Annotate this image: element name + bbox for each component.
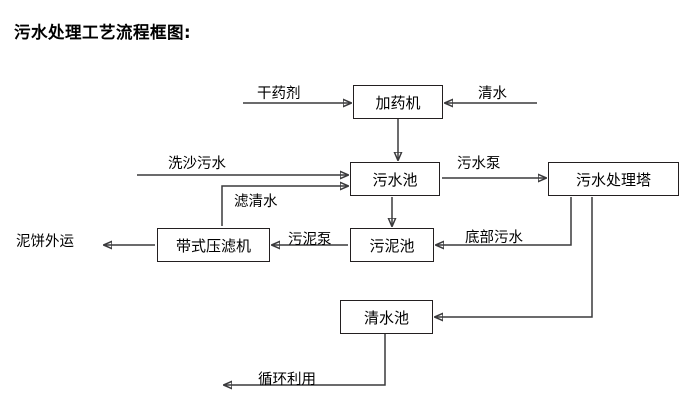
terminal-mud-cake-output: 泥饼外运 [16, 234, 74, 250]
terminal-clean-water-input: 清水 [478, 86, 507, 102]
terminal-sand-wash-input: 洗沙污水 [168, 156, 226, 172]
terminal-dry-chemical-input: 干药剂 [257, 86, 301, 102]
edge-label-filtered-water: 滤清水 [234, 194, 278, 210]
node-label: 污水处理塔 [575, 170, 651, 189]
page-title: 污水处理工艺流程框图: [14, 23, 192, 42]
edge-label-sewage-pump: 污水泵 [457, 156, 501, 172]
edge-label-recycle-reuse: 循环利用 [258, 372, 316, 388]
node-label: 污泥池 [369, 236, 415, 255]
node-label: 清水池 [363, 308, 409, 327]
node-belt-filter-press[interactable]: 带式压滤机 [157, 228, 270, 262]
node-label: 加药机 [375, 93, 421, 112]
node-dosing-machine[interactable]: 加药机 [353, 85, 443, 119]
node-clear-water-pool[interactable]: 清水池 [340, 300, 433, 334]
node-treatment-tower[interactable]: 污水处理塔 [548, 162, 679, 196]
node-label: 带式压滤机 [175, 236, 251, 255]
edge-label-sludge-pump: 污泥泵 [288, 232, 332, 248]
wire-tower-to-clear-water-pool [435, 197, 593, 317]
node-sludge-pool[interactable]: 污泥池 [350, 228, 434, 262]
node-label: 污水池 [372, 170, 418, 189]
wire-tower-bottom-sewage-to-sludge-pool [436, 197, 572, 245]
wire-clear-water-recycle [224, 334, 386, 385]
wire-filtered-water-to-sewage-pool [221, 186, 348, 226]
node-sewage-pool[interactable]: 污水池 [350, 162, 440, 196]
edge-label-bottom-sewage: 底部污水 [465, 230, 523, 246]
